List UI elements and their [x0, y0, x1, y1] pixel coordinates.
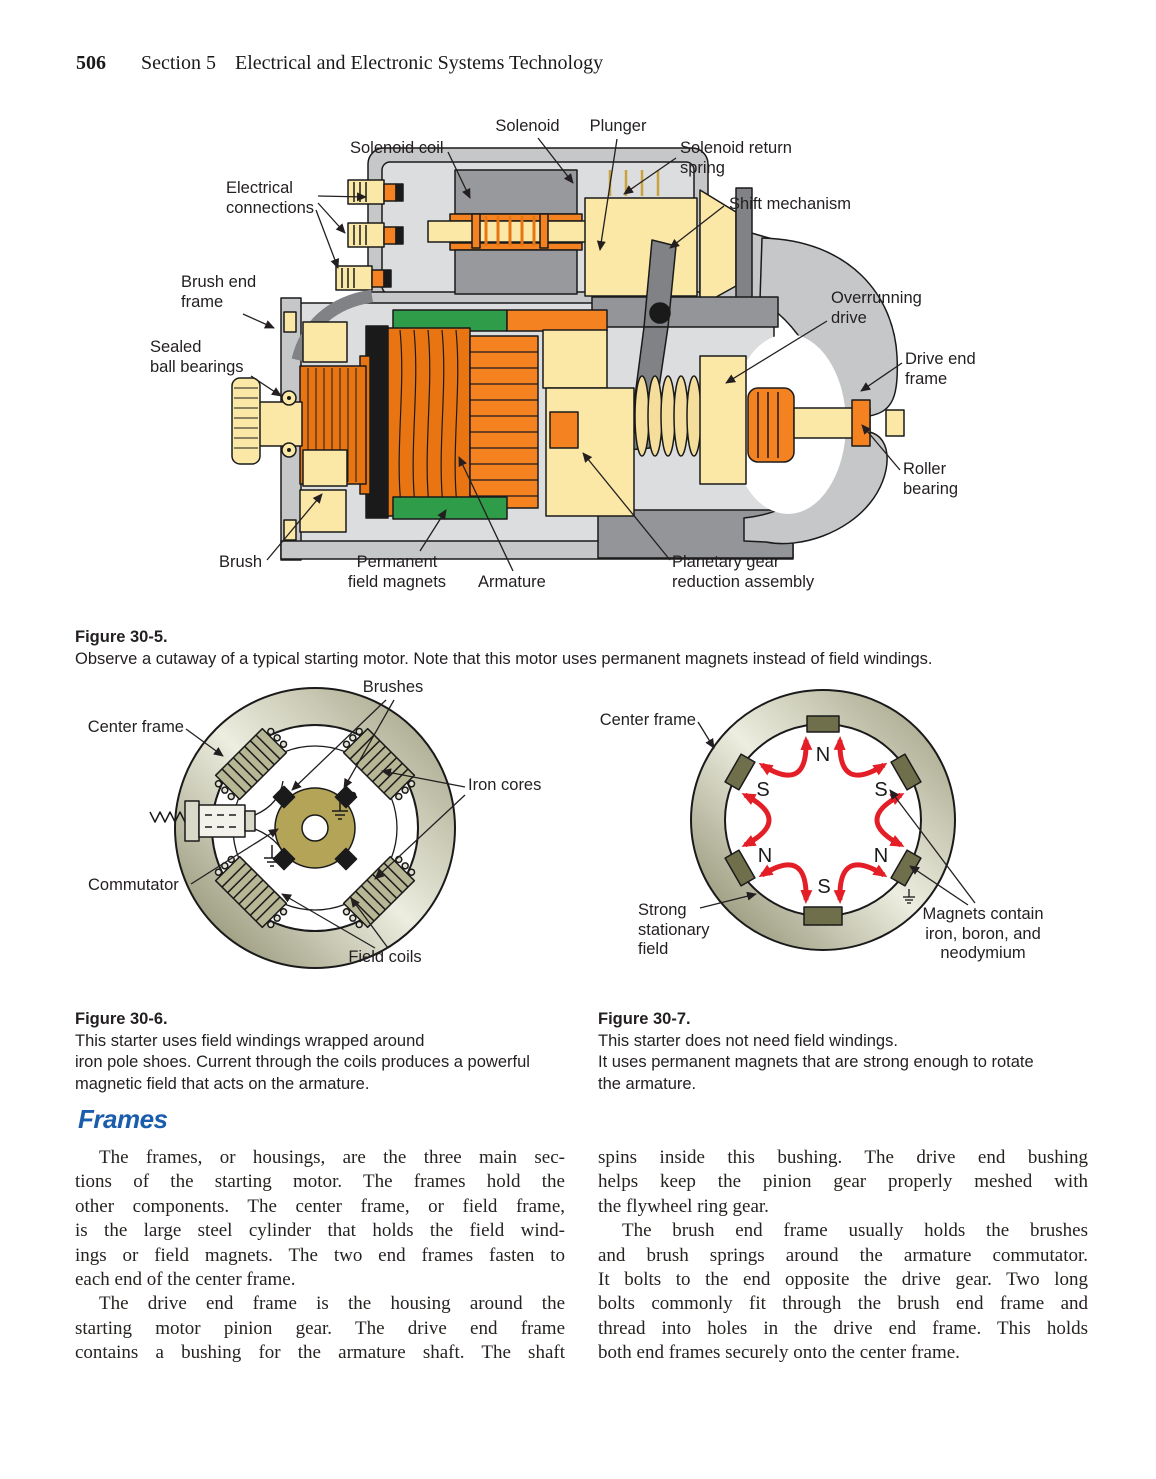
label-magnets-contain: Magnets contain iron, boron, and neodymi…	[922, 905, 1044, 962]
starting-motor-cutaway-figure	[231, 137, 905, 572]
body-line: and brush springs around the armature co…	[598, 1244, 1088, 1266]
solenoid-assembly	[291, 169, 753, 362]
body-line: The frames, or housings, are the three m…	[99, 1147, 565, 1168]
label-field-coils: Field coils	[348, 948, 422, 966]
pole-letter-upper-left: S	[756, 779, 770, 801]
section-label: Section 5	[141, 52, 216, 74]
body-line: The brush end frame usually holds the br…	[622, 1220, 1088, 1242]
body-line: is the large steel cylinder that holds t…	[75, 1220, 565, 1242]
body-line: both end frames securely onto the center…	[598, 1342, 960, 1364]
terminal-spring	[149, 811, 186, 823]
figure-30-7-caption: Figure 30-7. This starter does not need …	[598, 988, 1090, 1095]
armature-assembly	[231, 309, 608, 541]
body-line: tions of the starting motor. The frames …	[75, 1171, 565, 1193]
label-electrical-connections: Electrical connections	[226, 179, 315, 217]
figure-30-6-caption-label: Figure 30-6.	[75, 1010, 168, 1029]
pole-letter-top: N	[815, 744, 831, 766]
body-line: bolts commonly fit through the brush end…	[598, 1293, 1088, 1315]
label-overrunning-drive: Overrunning drive	[831, 289, 922, 327]
figure-30-6-caption: Figure 30-6. This starter uses field win…	[75, 988, 575, 1095]
label-sealed-ball-bearings: Sealed ball bearings	[150, 338, 244, 376]
figure-30-5-caption: Figure 30-5. Observe a cutaway of a typi…	[75, 606, 1087, 670]
label-permanent-field-magnets: Permanent field magnets	[347, 553, 447, 591]
body-line: It bolts to the end opposite the drive g…	[598, 1269, 1088, 1291]
label-strong-stationary-field: Strong stationary field	[638, 901, 710, 958]
label-brush: Brush	[219, 553, 263, 571]
body-line: each end of the center frame.	[75, 1269, 296, 1291]
brush-part	[299, 489, 347, 533]
figure-30-6-caption-text: This starter uses field windings wrapped…	[75, 1031, 530, 1093]
body-line: starting motor pinion gear. The drive en…	[75, 1317, 565, 1339]
roller-bearing-part	[851, 399, 871, 447]
body-line: contains a bushing for the armature shaf…	[75, 1342, 565, 1364]
pole-letter-bottom: S	[817, 876, 831, 898]
body-line: the flywheel ring gear.	[598, 1195, 769, 1217]
wiring	[149, 780, 357, 867]
label-drive-end-frame: Drive end frame	[905, 350, 976, 388]
body-line: other components. The center frame, or f…	[75, 1195, 565, 1217]
body-right-column: spins inside this bushing. The drive end…	[598, 1146, 1088, 1366]
pole-letter-lower-right: N	[873, 845, 889, 867]
pinion-gear	[747, 387, 795, 463]
label-center-frame-fig7: Center frame	[599, 711, 696, 729]
permanent-magnet-bottom	[392, 496, 508, 520]
body-line: helps keep the pinion gear properly mesh…	[598, 1171, 1088, 1193]
label-commutator: Commutator	[88, 876, 179, 894]
label-roller-bearing: Roller bearing	[903, 460, 959, 498]
label-plunger: Plunger	[589, 117, 647, 135]
label-planetary-gear: Planetary gear reduction assembly	[672, 553, 815, 591]
planetary-gear-housing	[545, 387, 635, 517]
body-left-column: The frames, or housings, are the three m…	[75, 1146, 565, 1366]
figure-30-5-caption-label: Figure 30-5.	[75, 628, 168, 647]
leader-lines	[185, 699, 466, 949]
drive-assembly	[542, 329, 905, 517]
electrical-terminals	[335, 179, 404, 291]
plunger-part	[584, 197, 698, 297]
label-brush-end-frame: Brush end frame	[181, 273, 257, 311]
body-line: The drive end frame is the housing aroun…	[99, 1293, 565, 1315]
pole-letter-lower-left: N	[757, 845, 773, 867]
figure-30-7-caption-text: This starter does not need field winding…	[598, 1031, 1034, 1093]
field-winding-starter-figure	[149, 687, 466, 969]
permanent-magnet-starter-figure	[690, 689, 976, 951]
label-iron-cores: Iron cores	[468, 776, 542, 794]
label-solenoid-return-spring: Solenoid return spring	[680, 139, 792, 177]
figure-30-7-caption-label: Figure 30-7.	[598, 1010, 691, 1029]
field-coil-blocks	[214, 727, 416, 929]
label-brushes: Brushes	[362, 678, 424, 696]
body-line: thread into holes in the drive end frame…	[598, 1317, 1088, 1339]
leader-lines	[242, 137, 903, 572]
leader-lines	[697, 721, 976, 909]
magnetic-field-arrows	[741, 736, 905, 904]
label-solenoid-coil: Solenoid coil	[350, 139, 444, 157]
overrunning-drive-part	[699, 355, 747, 485]
figure-30-5-caption-text: Observe a cutaway of a typical starting …	[75, 649, 933, 668]
pole-letter-upper-right: S	[874, 779, 888, 801]
label-armature: Armature	[478, 573, 546, 591]
ground-symbol	[903, 889, 915, 904]
body-line: ings or field magnets. The two end frame…	[75, 1244, 565, 1266]
permanent-magnets	[724, 715, 922, 926]
page-header: 506 Section 5 Electrical and Electronic Sy…	[76, 52, 603, 75]
section-title: Electrical and Electronic Systems Techno…	[235, 52, 604, 74]
body-line: spins inside this bushing. The drive end…	[598, 1147, 1088, 1168]
frames-heading: Frames	[78, 1104, 168, 1134]
field-cable	[291, 289, 374, 362]
page-number: 506	[76, 52, 106, 74]
label-solenoid: Solenoid	[495, 117, 560, 135]
label-center-frame-fig6: Center frame	[87, 718, 184, 736]
splined-shaft-end	[231, 377, 261, 465]
label-shift-mechanism: Shift mechanism	[729, 195, 851, 213]
